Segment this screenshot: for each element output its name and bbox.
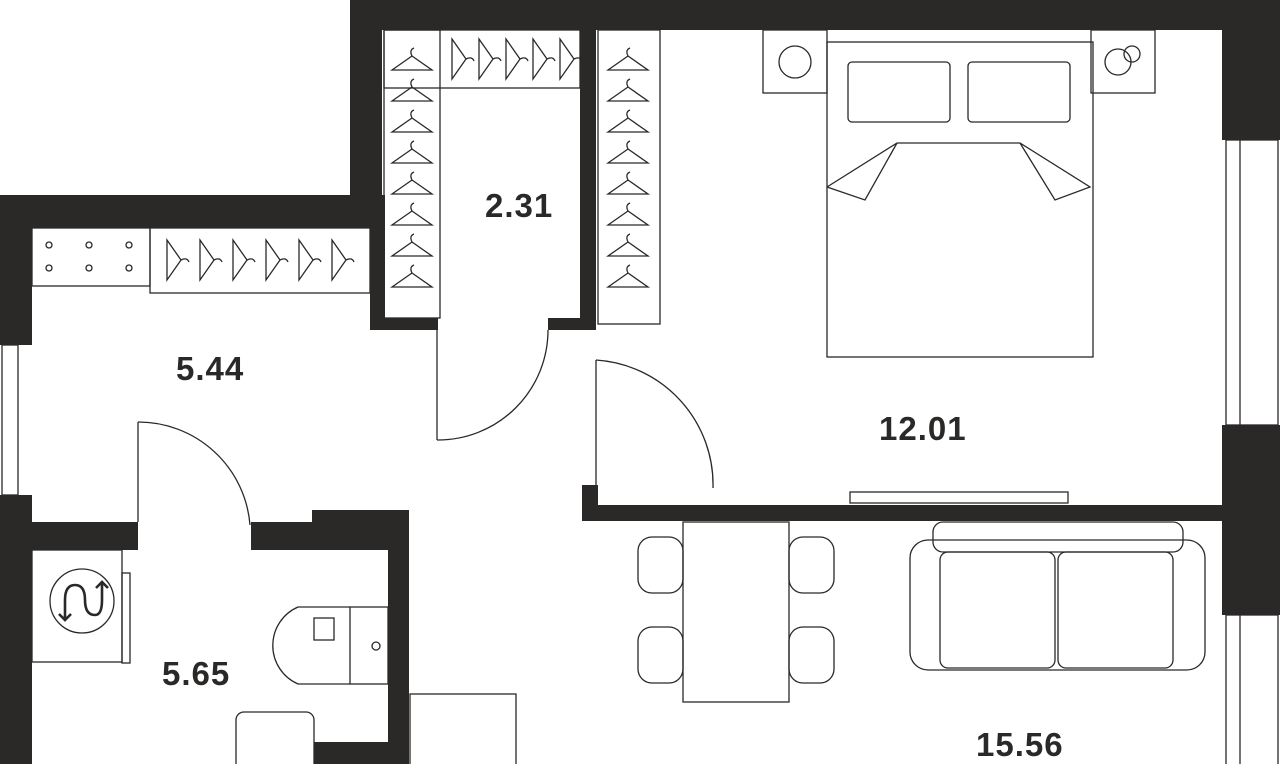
hanger-icon	[265, 237, 289, 283]
kitchen-fixtures	[45, 241, 133, 272]
bathroom-fixtures	[31, 549, 517, 764]
hanger-icon	[605, 233, 651, 257]
hanger-icon	[605, 78, 651, 102]
hanger-icon	[605, 47, 651, 71]
hanger-icon	[605, 109, 651, 133]
hanger-icon	[478, 36, 502, 82]
hanger-icon	[298, 237, 322, 283]
windows	[1, 139, 1279, 764]
hanger-icon	[389, 140, 435, 164]
room-area-walk-in-closet: 2.31	[485, 187, 554, 224]
room-area-bedroom: 12.01	[879, 410, 967, 447]
room-area-hallway: 5.44	[176, 350, 245, 387]
hanger-icon	[559, 36, 583, 82]
doors	[137, 329, 714, 526]
bed	[762, 29, 1156, 358]
hanger-icon	[605, 202, 651, 226]
hanger-icon	[451, 36, 475, 82]
hanger-icon	[199, 237, 223, 283]
tv-unit	[849, 491, 1069, 504]
hanger-icon	[389, 264, 435, 288]
lamp-icon	[1104, 48, 1132, 76]
hanger-icon	[389, 233, 435, 257]
hanger-icon	[331, 237, 355, 283]
sofa	[909, 521, 1206, 671]
room-area-living-kitchen: 15.56	[976, 726, 1064, 763]
hanger-icon	[166, 237, 190, 283]
hanger-icon	[389, 202, 435, 226]
hanger-icon	[389, 78, 435, 102]
hanger-icon	[605, 264, 651, 288]
hanger-icon	[532, 36, 556, 82]
hanger-icon	[232, 237, 256, 283]
hanger-icon	[505, 36, 529, 82]
hanger-icon	[605, 171, 651, 195]
hanger-icon	[389, 109, 435, 133]
room-area-bathroom: 5.65	[162, 655, 231, 692]
dining-table	[637, 521, 835, 703]
hanger-icon	[605, 140, 651, 164]
flower-icon	[778, 45, 812, 79]
hanger-icon	[389, 47, 435, 71]
hanger-icon	[389, 171, 435, 195]
boiler-icon	[49, 568, 115, 634]
wardrobes	[31, 29, 661, 325]
